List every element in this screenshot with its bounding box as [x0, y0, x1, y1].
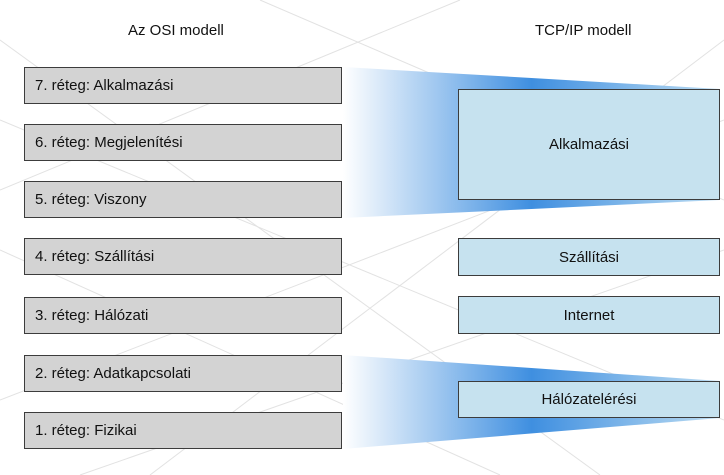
osi-layer-2: 2. réteg: Adatkapcsolati: [24, 355, 342, 392]
osi-layer-4: 4. réteg: Szállítási: [24, 238, 342, 275]
osi-model-title: Az OSI modell: [128, 22, 224, 39]
osi-layer-1: 1. réteg: Fizikai: [24, 412, 342, 449]
tcpip-model-title: TCP/IP modell: [535, 22, 632, 39]
osi-layer-3: 3. réteg: Hálózati: [24, 297, 342, 334]
tcpip-layer-application: Alkalmazási: [458, 89, 720, 200]
osi-layer-7: 7. réteg: Alkalmazási: [24, 67, 342, 104]
tcpip-layer-network-access: Hálózatelérési: [458, 381, 720, 418]
tcpip-layer-internet: Internet: [458, 296, 720, 334]
osi-layer-6: 6. réteg: Megjelenítési: [24, 124, 342, 161]
tcpip-layer-transport: Szállítási: [458, 238, 720, 276]
osi-layer-5: 5. réteg: Viszony: [24, 181, 342, 218]
